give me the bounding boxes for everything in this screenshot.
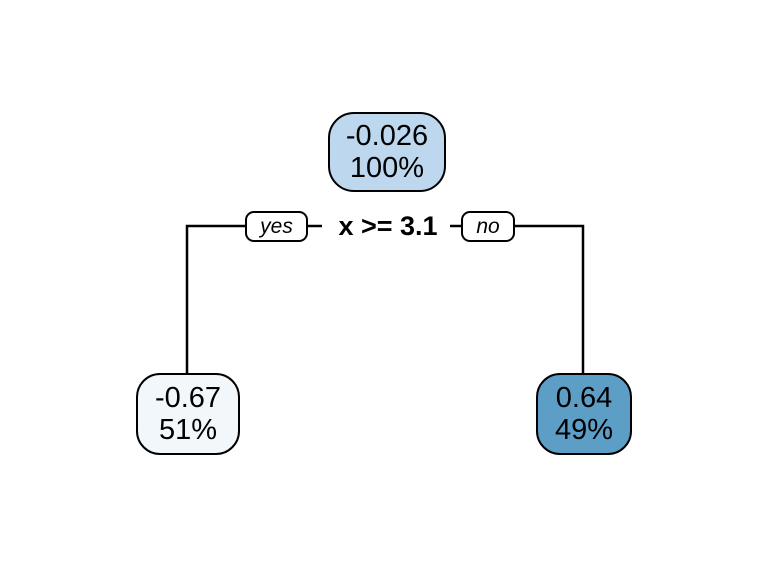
branch-label-yes: yes [245,211,308,242]
edge-root-to-left-leaf [185,224,245,375]
branch-yes-text: yes [260,214,293,238]
root-value: -0.026 [345,119,429,152]
leaf-right-value: 0.64 [555,381,613,414]
leaf-left-percent: 51% [158,414,218,446]
branch-no-text: no [476,214,500,238]
branch-label-no: no [461,211,515,242]
root-percent: 100% [349,152,425,184]
leaf-right-percent: 49% [554,414,614,446]
split-condition-label: x >= 3.1 [338,210,438,241]
tree-node-root: -0.026 100% [328,112,446,192]
tree-node-leaf-left: -0.67 51% [136,373,240,455]
edge-root-to-right-leaf [515,224,585,375]
tree-node-leaf-right: 0.64 49% [536,373,632,455]
leaf-left-value: -0.67 [154,381,222,414]
